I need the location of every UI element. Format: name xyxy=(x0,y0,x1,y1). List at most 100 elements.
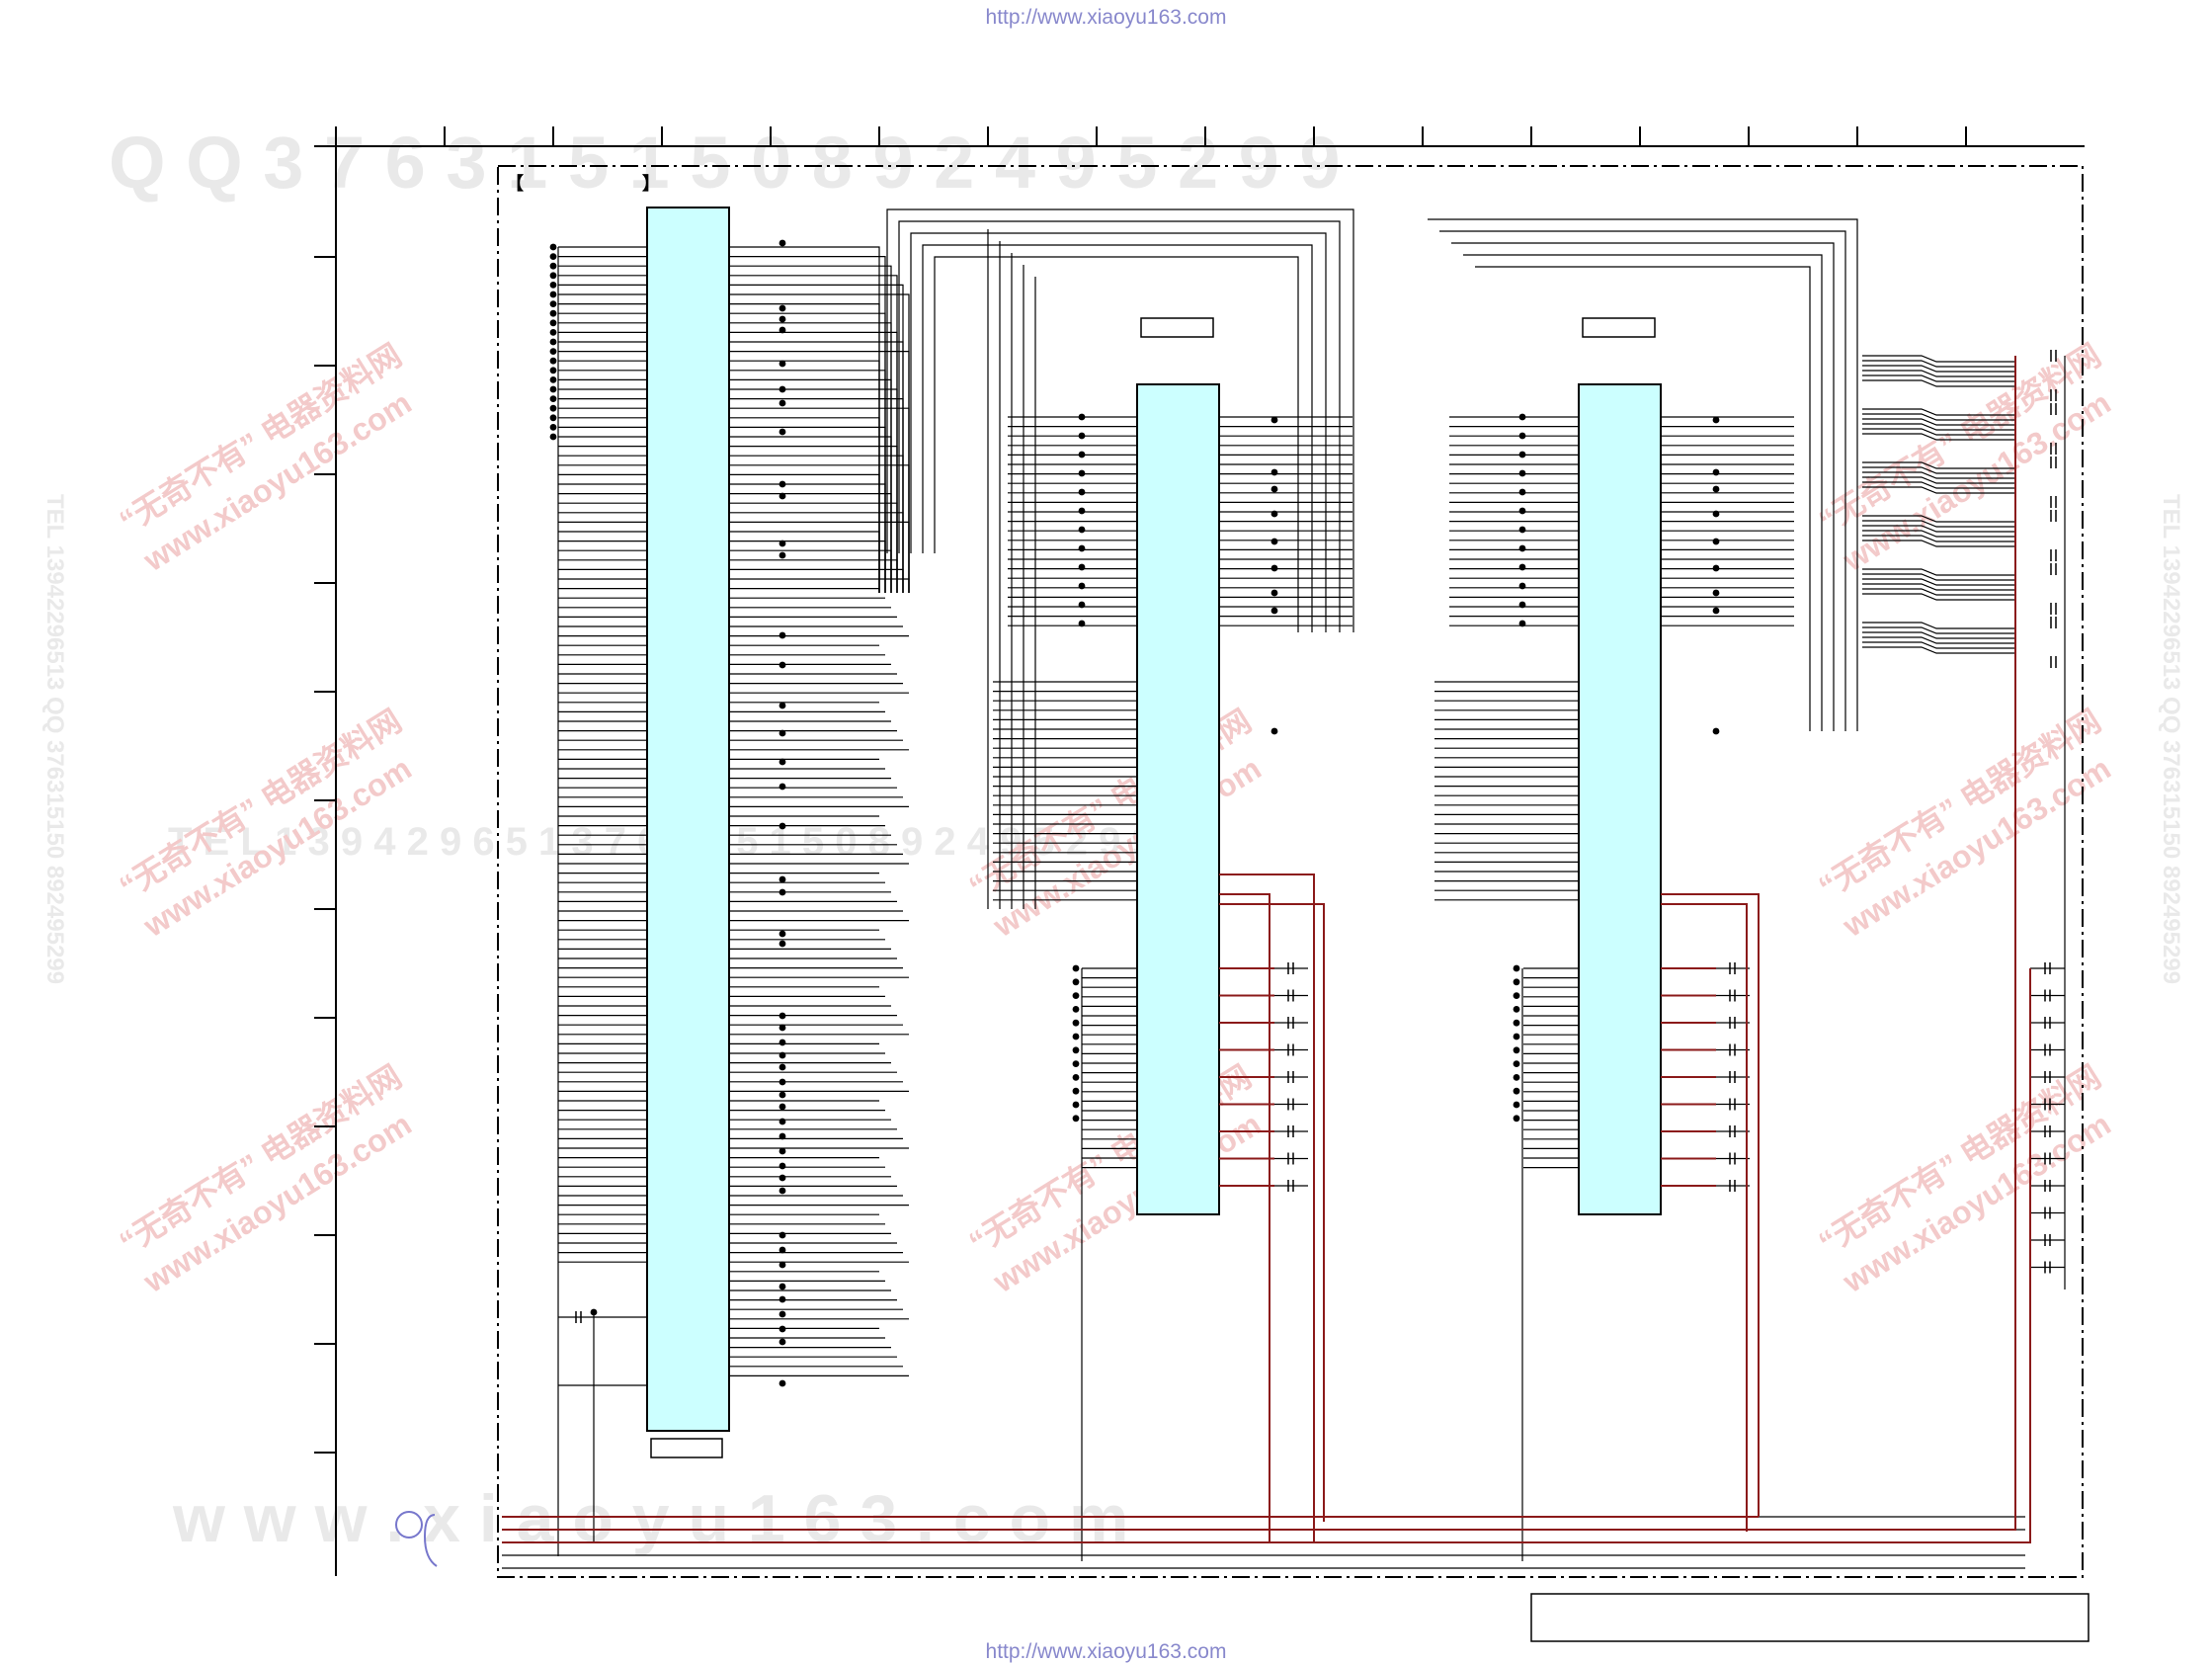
resistor-network-line xyxy=(1862,476,2015,484)
junction-dot xyxy=(549,329,557,336)
junction-dot xyxy=(778,1379,786,1387)
power-rail xyxy=(1219,903,1325,1522)
junction-dot xyxy=(778,428,786,436)
ic-main-right-pin xyxy=(729,446,898,593)
junction-dot xyxy=(778,1187,786,1195)
ic-main-right-pin xyxy=(729,540,886,593)
junction-dot xyxy=(1518,413,1526,421)
resistor-network-line xyxy=(1862,423,2015,431)
junction-dot xyxy=(1270,607,1278,615)
junction-dot xyxy=(778,1338,786,1346)
address-bus-loop xyxy=(910,232,1327,632)
resistor-network-line xyxy=(1862,631,2015,639)
junction-dot xyxy=(778,1118,786,1125)
address-bus-loop xyxy=(1428,218,1858,731)
junction-dot xyxy=(778,940,786,948)
junction-dot xyxy=(778,1147,786,1155)
junction-dot xyxy=(778,385,786,393)
junction-dot xyxy=(1078,507,1086,515)
junction-dot xyxy=(549,348,557,355)
junction-dot xyxy=(778,661,786,669)
junction-dot xyxy=(549,385,557,393)
junction-dot xyxy=(549,243,557,251)
junction-dot xyxy=(778,540,786,547)
junction-dot xyxy=(1072,1006,1080,1013)
ic-main-right-pin xyxy=(729,549,892,593)
junction-dot xyxy=(549,376,557,383)
junction-dot xyxy=(778,758,786,766)
junction-dot xyxy=(549,414,557,422)
power-rail xyxy=(1219,874,1315,1541)
junction-dot xyxy=(778,551,786,559)
power-wiring xyxy=(502,356,2031,1543)
junction-dot xyxy=(549,424,557,431)
title-block xyxy=(1530,1593,2089,1642)
ic-main-right-pin xyxy=(729,407,910,593)
source-url-bottom[interactable]: http://www.xiaoyu163.com xyxy=(985,1640,1227,1663)
junction-dot xyxy=(1072,992,1080,999)
ic-main-right-pin xyxy=(729,417,880,593)
watermark-qq-line: Q Q 3 7 6 3 1 5 1 5 0 8 9 2 4 9 5 2 9 9 xyxy=(109,122,1341,204)
ic-main-right-pin xyxy=(729,388,898,593)
ic-memory-1-label-box xyxy=(1140,317,1214,338)
junction-dot xyxy=(1270,416,1278,424)
resistor-network-line xyxy=(1862,418,2015,426)
junction-dot xyxy=(1513,992,1520,999)
junction-dot xyxy=(1078,601,1086,609)
junction-dot xyxy=(1712,510,1720,518)
resistor-network-line xyxy=(1862,466,2015,474)
ic-main-right-pin xyxy=(729,426,886,593)
junction-dot xyxy=(1072,1087,1080,1095)
address-bus-loop xyxy=(1451,242,1835,731)
junction-dot xyxy=(778,239,786,247)
resistor-network-line xyxy=(1862,413,2015,421)
ic-main-right-pin xyxy=(729,473,880,593)
junction-dot xyxy=(1518,469,1526,477)
junction-dot xyxy=(778,304,786,312)
junction-dot xyxy=(1270,485,1278,493)
capacitor-array xyxy=(575,350,2057,1323)
ic-main-right-pin xyxy=(729,303,880,593)
junction-dot xyxy=(778,492,786,500)
junction-dot xyxy=(1072,1074,1080,1081)
resistor-network-line xyxy=(1862,622,2015,629)
junction-dot xyxy=(778,1012,786,1020)
junction-dot xyxy=(778,399,786,407)
source-url-top[interactable]: http://www.xiaoyu163.com xyxy=(985,6,1227,29)
junction-dot xyxy=(778,702,786,709)
junction-dot xyxy=(1078,526,1086,534)
ic-main-right-pin xyxy=(729,284,904,593)
resistor-network-line xyxy=(1862,428,2015,436)
ic-memory-2 xyxy=(1578,383,1662,1215)
resistor-network-line xyxy=(1862,486,2015,494)
junction-dot xyxy=(778,1091,786,1099)
junction-dot xyxy=(1518,507,1526,515)
junction-dot xyxy=(1078,451,1086,458)
board-boundary xyxy=(497,165,2084,1578)
resistor-network-line xyxy=(1862,408,2015,416)
junction-dot xyxy=(778,360,786,368)
resistor-network-line xyxy=(1862,530,2015,538)
address-bus-loop xyxy=(922,244,1313,632)
junction-dot xyxy=(1513,1033,1520,1040)
junction-dot xyxy=(1712,727,1720,735)
junction-dot xyxy=(1518,432,1526,440)
junction-dot xyxy=(1078,544,1086,552)
resistor-network-line xyxy=(1862,360,2015,368)
resistor-network-line xyxy=(1862,568,2015,576)
resistor-network-line xyxy=(1862,583,2015,591)
resistor-network-line xyxy=(1862,593,2015,601)
junction-dot xyxy=(778,1039,786,1046)
ic-main-right-pin xyxy=(729,568,904,593)
power-rail xyxy=(1661,893,1760,1517)
junction-dot xyxy=(1518,582,1526,590)
junction-dot xyxy=(778,1261,786,1269)
junction-dot xyxy=(1078,413,1086,421)
junction-dot xyxy=(1712,468,1720,476)
resistor-network-line xyxy=(1862,520,2015,528)
junction-dot xyxy=(1712,416,1720,424)
junction-dot xyxy=(778,1063,786,1071)
junction-dot xyxy=(778,875,786,883)
resistor-network-line xyxy=(1862,578,2015,586)
